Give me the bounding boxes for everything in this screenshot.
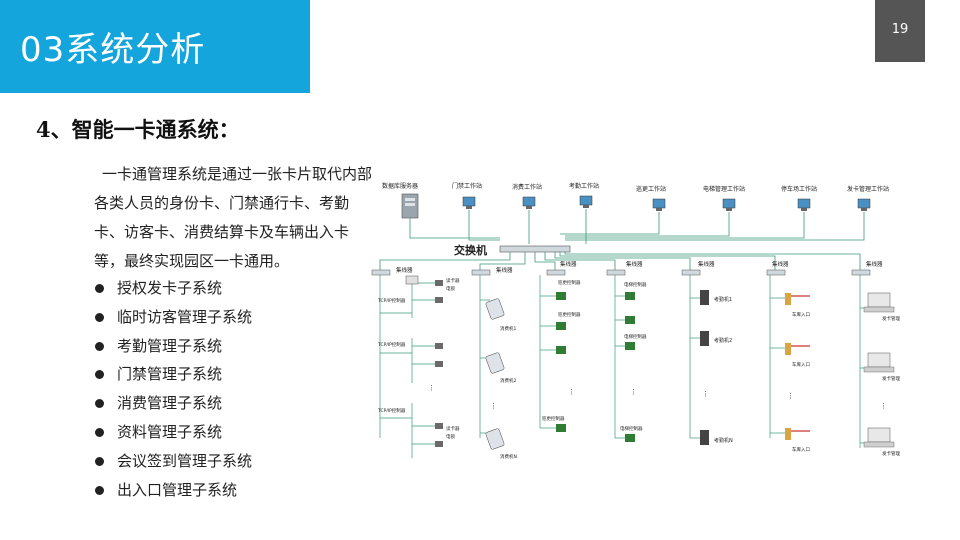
hub-row: 集线器 集线器 集线器 集线器 集线器 集线器 集线器 [371,260,883,276]
title-banner: 03系统分析 [0,0,310,93]
workstation-attendance: 考勤工作站 [569,182,599,208]
hub-label: 集线器 [866,260,883,268]
workstation-elevator: 电梯管理工作站 [703,185,745,211]
system-topology-diagram: 数据库服务器 门禁工作站 消费工作站 考勤工作站 巡更工作站 电梯管理工作站 停… [371,182,900,460]
intro-text: 一卡通管理系统是通过一张卡片取代内部各类人员的身份卡、门禁通行卡、考勤卡、访客卡… [94,165,373,270]
device-label: 发卡管理 [882,450,900,457]
device-label: 电梯控制器 [620,425,643,432]
device-label: 车库入口 [792,361,810,368]
ellipsis: ⋮ [787,392,794,400]
ellipsis: ⋮ [490,402,497,410]
branch-links [379,275,868,458]
subsystem-list: 授权发卡子系统 临时访客管理子系统 考勤管理子系统 门禁管理子系统 消费管理子系… [94,274,252,504]
hub-label: 集线器 [626,260,643,268]
lock-label: 电锁 [446,433,455,440]
page-number-box: 19 [875,0,925,62]
hub-label: 集线器 [560,260,577,268]
device-label: 巡更控制器 [542,415,565,422]
workstation-patrol: 巡更工作站 [636,185,666,211]
device-label: 发卡管理 [882,315,900,322]
ellipsis: ⋮ [428,384,435,392]
workstation-label: 巡更工作站 [636,185,666,193]
ellipsis: ⋮ [568,388,575,396]
device-label: 车库入口 [792,311,810,318]
page-number: 19 [891,22,909,37]
device-label: 考勤机N [714,437,733,444]
device-label: 考勤机1 [714,296,732,303]
workstation-label: 消费工作站 [512,183,542,191]
network-links [409,209,865,244]
database-server: 数据库服务器 [382,182,419,219]
reader-label: 读卡器 [446,277,460,284]
network-switch: 交换机 [454,243,571,257]
ellipsis: ⋮ [702,390,709,398]
switch-label: 交换机 [454,243,487,257]
device-label: 消费机N [500,453,517,460]
consume-column: 消费机1 消费机2 消费机N ⋮ [485,298,517,460]
door-column: TCP/IP控制器 TCP/IP控制器 TCP/IP控制器 读卡器 电锁 读卡器… [377,275,460,447]
patrol-column: 巡更控制器 巡更控制器 巡更控制器 ⋮ [542,279,581,432]
workstation-door: 门禁工作站 [452,182,482,209]
workstation-label: 门禁工作站 [452,182,482,190]
device-label: 巡更控制器 [558,279,581,286]
list-item: 门禁管理子系统 [94,360,252,389]
device-label: 考勤机2 [714,337,732,344]
controller-label: TCP/IP控制器 [377,341,406,348]
list-item: 会议签到管理子系统 [94,447,252,476]
list-item: 临时访客管理子系统 [94,303,252,332]
elevator-column: 电梯控制器 电梯控制器 电梯控制器 ⋮ [620,281,647,442]
parking-column: 车库入口 车库入口 车库入口 ⋮ [785,293,810,453]
list-item: 出入口管理子系统 [94,476,252,505]
device-label: 发卡管理 [882,375,900,382]
workstation-consume: 消费工作站 [512,183,542,209]
device-label: 车库入口 [792,446,810,453]
workstation-label: 发卡管理工作站 [847,185,889,193]
workstation-label: 停车场工作站 [781,185,817,193]
controller-label: TCP/IP控制器 [377,297,406,304]
card-issue-column: 发卡管理 发卡管理 发卡管理 ⋮ [863,292,900,457]
attendance-column: 考勤机1 考勤机2 考勤机N ⋮ [700,290,733,445]
list-item: 资料管理子系统 [94,418,252,447]
list-item: 考勤管理子系统 [94,332,252,361]
section-heading: 4、智能一卡通系统： [36,117,240,142]
workstation-label: 数据库服务器 [382,182,418,190]
backbone-links [379,252,861,270]
workstation-label: 电梯管理工作站 [703,185,745,193]
page-title: 03系统分析 [20,30,206,70]
device-label: 消费机2 [500,377,516,384]
hub-label: 集线器 [772,260,789,268]
device-label: 巡更控制器 [558,311,581,318]
ellipsis: ⋮ [880,402,887,410]
workstation-parking: 停车场工作站 [781,185,817,211]
hub-label: 集线器 [396,266,413,274]
hub-label: 集线器 [698,260,715,268]
device-label: 消费机1 [500,325,516,332]
device-label: 电梯控制器 [624,333,647,340]
ellipsis: ⋮ [630,388,637,396]
hub-label: 集线器 [496,266,513,274]
intro-paragraph: 一卡通管理系统是通过一张卡片取代内部各类人员的身份卡、门禁通行卡、考勤卡、访客卡… [94,160,378,276]
list-item: 消费管理子系统 [94,389,252,418]
workstation-card-issue: 发卡管理工作站 [847,185,889,211]
list-item: 授权发卡子系统 [94,274,252,303]
device-label: 电梯控制器 [624,281,647,288]
lock-label: 电锁 [446,285,455,292]
reader-label: 读卡器 [446,425,460,432]
workstation-label: 考勤工作站 [569,182,599,190]
controller-label: TCP/IP控制器 [377,407,406,414]
